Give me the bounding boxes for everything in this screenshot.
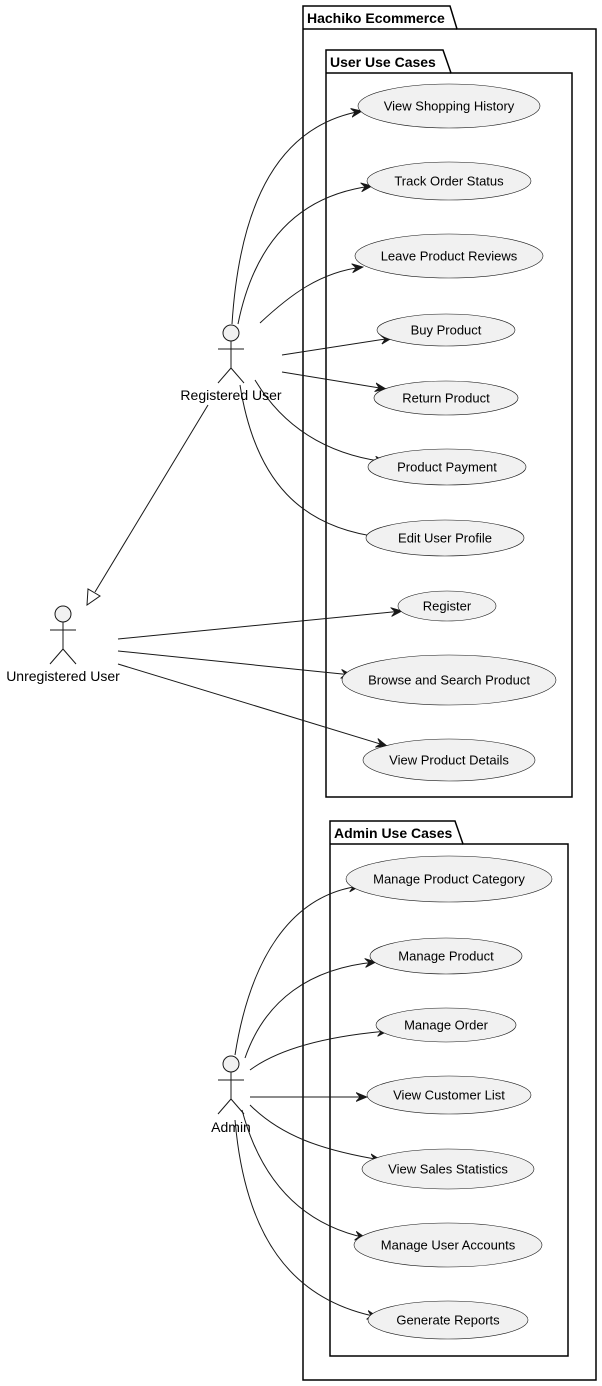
use-case[interactable]: View Sales Statistics <box>361 1148 535 1190</box>
use-case-label: Product Payment <box>397 460 497 475</box>
package-user-use-cases: User Use Cases <box>325 49 573 798</box>
use-case[interactable]: Manage Product Category <box>345 855 553 903</box>
use-case-label: Edit User Profile <box>398 531 492 546</box>
use-case-label: Generate Reports <box>396 1313 500 1328</box>
package-title: User Use Cases <box>330 54 436 70</box>
actor-admin[interactable]: Admin <box>211 1055 251 1135</box>
use-case[interactable]: Leave Product Reviews <box>354 233 544 279</box>
use-case-label: Register <box>423 599 472 614</box>
use-case-label: View Sales Statistics <box>388 1162 508 1177</box>
use-case-label: View Product Details <box>389 753 509 768</box>
system-title: Hachiko Ecommerce <box>307 10 445 26</box>
use-case-label: Buy Product <box>411 323 482 338</box>
use-case[interactable]: Product Payment <box>367 448 527 486</box>
use-case-label: Manage Product Category <box>373 872 525 887</box>
use-case[interactable]: Buy Product <box>376 313 516 347</box>
use-case[interactable]: Return Product <box>373 380 519 416</box>
use-case[interactable]: Manage Product <box>369 937 523 975</box>
actor-label: Unregistered User <box>6 668 120 684</box>
user-use-cases: View Shopping History Track Order Status… <box>341 83 557 782</box>
actor-label: Registered User <box>180 387 281 403</box>
use-case[interactable]: View Customer List <box>366 1075 532 1115</box>
admin-use-cases: Manage Product Category Manage Product M… <box>345 855 553 1340</box>
use-case-label: Return Product <box>402 391 490 406</box>
use-case-label: Track Order Status <box>394 174 504 189</box>
use-case[interactable]: Edit User Profile <box>365 519 525 557</box>
use-case[interactable]: View Product Details <box>362 738 536 782</box>
use-case-label: Manage Product <box>398 949 494 964</box>
use-case-label: View Customer List <box>393 1088 505 1103</box>
generalization-edge <box>86 404 209 606</box>
actor-registered-user[interactable]: Registered User <box>180 324 282 403</box>
stick-figure-icon <box>217 324 245 384</box>
use-case[interactable]: Manage User Accounts <box>353 1222 543 1268</box>
use-case-label: View Shopping History <box>384 99 515 114</box>
package-title: Admin Use Cases <box>334 825 452 841</box>
use-case-label: Manage User Accounts <box>381 1238 516 1253</box>
stick-figure-icon <box>49 605 77 665</box>
admin-associations <box>234 886 388 1317</box>
use-case-label: Browse and Search Product <box>368 673 530 688</box>
use-case[interactable]: Track Order Status <box>366 161 532 201</box>
use-case-label: Manage Order <box>404 1018 488 1033</box>
unregistered-user-associations <box>117 611 402 746</box>
use-case[interactable]: Browse and Search Product <box>341 654 557 706</box>
actor-label: Admin <box>211 1119 251 1135</box>
registered-user-associations <box>231 111 392 538</box>
actor-unregistered-user[interactable]: Unregistered User <box>6 605 120 684</box>
use-case[interactable]: Register <box>397 590 497 622</box>
use-case-label: Leave Product Reviews <box>381 249 518 264</box>
stick-figure-icon <box>217 1055 245 1115</box>
use-case[interactable]: Manage Order <box>375 1007 517 1043</box>
use-case[interactable]: Generate Reports <box>367 1300 529 1340</box>
use-case[interactable]: View Shopping History <box>357 83 541 129</box>
